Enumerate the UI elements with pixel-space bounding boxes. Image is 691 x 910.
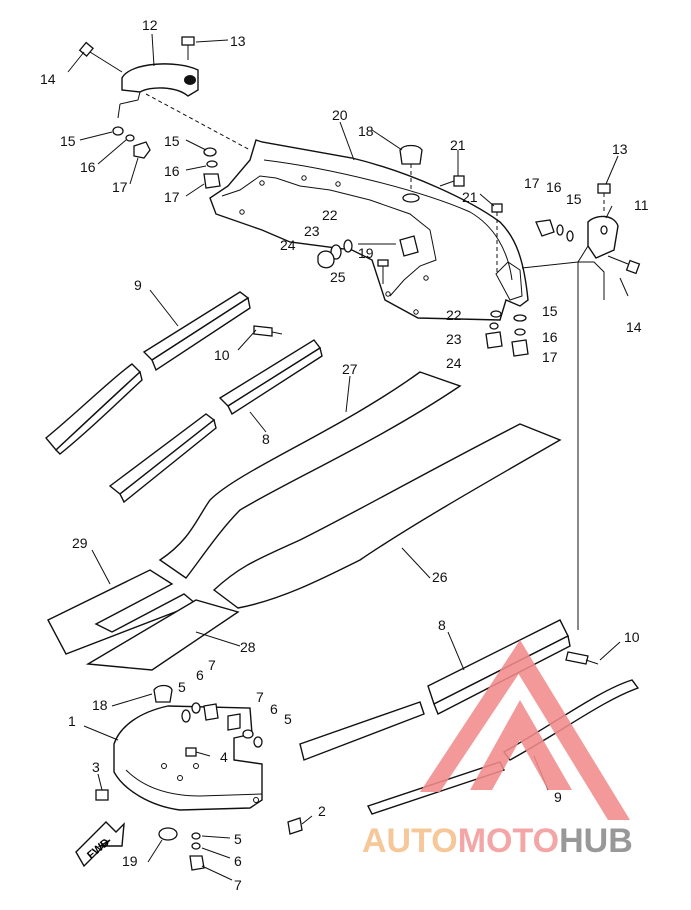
callout-5: 5 bbox=[284, 711, 292, 727]
watermark-triangle bbox=[420, 640, 616, 800]
bolts-21 bbox=[439, 175, 503, 272]
bolt-13 bbox=[181, 36, 195, 60]
mat-26 bbox=[212, 423, 562, 609]
callouts: 14 12 13 15 16 17 15 16 17 20 18 21 21 2… bbox=[40, 17, 649, 893]
callout-7: 7 bbox=[208, 657, 216, 673]
rivet-10-lower bbox=[565, 651, 599, 665]
callout-13: 13 bbox=[612, 141, 628, 157]
front-guard-1 bbox=[113, 705, 263, 811]
rail-9-upper bbox=[142, 291, 251, 372]
svg-text:AUTOMOTOHUB: AUTOMOTOHUB bbox=[362, 822, 633, 860]
bracket-11 bbox=[577, 215, 619, 300]
callout-3: 3 bbox=[92, 759, 100, 775]
callout-9: 9 bbox=[554, 789, 562, 805]
callout-17: 17 bbox=[164, 189, 180, 205]
leader-lines bbox=[67, 33, 629, 881]
callout-6: 6 bbox=[270, 701, 278, 717]
bracket-12 bbox=[119, 63, 199, 105]
hw-lower-right bbox=[485, 310, 529, 357]
watermark-hub: HUB bbox=[559, 822, 633, 860]
callout-9: 9 bbox=[134, 277, 142, 293]
callout-6: 6 bbox=[234, 853, 242, 869]
callout-18: 18 bbox=[358, 123, 374, 139]
callout-19: 19 bbox=[358, 245, 374, 261]
callout-22: 22 bbox=[322, 207, 338, 223]
callout-7: 7 bbox=[256, 689, 264, 705]
callout-21: 21 bbox=[450, 137, 466, 153]
callout-12: 12 bbox=[142, 17, 158, 33]
hw-15-16-17-center bbox=[203, 147, 221, 189]
bolt-14 bbox=[78, 41, 123, 73]
callout-5: 5 bbox=[178, 679, 186, 695]
callout-15: 15 bbox=[542, 303, 558, 319]
callout-14: 14 bbox=[40, 71, 56, 87]
callout-24: 24 bbox=[280, 237, 296, 253]
callout-15: 15 bbox=[566, 191, 582, 207]
hw-15-16-17-left bbox=[112, 126, 151, 159]
callout-29: 29 bbox=[72, 535, 88, 551]
callout-11: 11 bbox=[634, 197, 649, 213]
callout-1: 1 bbox=[68, 713, 76, 729]
callout-6: 6 bbox=[196, 667, 204, 683]
callout-17: 17 bbox=[524, 175, 540, 191]
rail-8-left-upper bbox=[218, 339, 323, 416]
callout-8: 8 bbox=[438, 617, 446, 633]
callout-17: 17 bbox=[112, 179, 128, 195]
callout-16: 16 bbox=[542, 329, 558, 345]
callout-28: 28 bbox=[240, 639, 256, 655]
callout-13: 13 bbox=[230, 33, 246, 49]
watermark-auto: AUTO bbox=[362, 822, 458, 860]
callout-19: 19 bbox=[122, 853, 138, 869]
callout-18: 18 bbox=[92, 697, 108, 713]
callout-15: 15 bbox=[164, 133, 180, 149]
rail-curved-left bbox=[45, 363, 143, 455]
guard-plate-20 bbox=[209, 139, 529, 321]
hw-13-17-16-15-14-right bbox=[535, 183, 641, 275]
callout-27: 27 bbox=[342, 361, 358, 377]
mat-27 bbox=[158, 371, 462, 579]
callout-17: 17 bbox=[542, 349, 558, 365]
callout-5: 5 bbox=[234, 831, 242, 847]
callout-24: 24 bbox=[446, 355, 462, 371]
callout-14: 14 bbox=[626, 319, 642, 335]
callout-22: 22 bbox=[446, 307, 462, 323]
mat-28 bbox=[85, 599, 240, 671]
callout-23: 23 bbox=[446, 331, 462, 347]
callout-10: 10 bbox=[624, 629, 640, 645]
watermark-moto: MOTO bbox=[458, 822, 559, 860]
callout-16: 16 bbox=[164, 163, 180, 179]
callout-20: 20 bbox=[332, 107, 348, 123]
callout-8: 8 bbox=[262, 431, 270, 447]
mat-29 bbox=[47, 569, 198, 655]
rivet-10-upper bbox=[253, 325, 283, 337]
callout-16: 16 bbox=[80, 159, 96, 175]
callout-21: 21 bbox=[462, 189, 478, 205]
callout-2: 2 bbox=[318, 803, 326, 819]
callout-23: 23 bbox=[304, 223, 320, 239]
callout-15: 15 bbox=[60, 133, 76, 149]
callout-10: 10 bbox=[214, 347, 230, 363]
callout-26: 26 bbox=[432, 569, 448, 585]
hw-22-23-24-19-25 bbox=[317, 235, 419, 284]
watermark-logo: AUTOMOTOHUB bbox=[362, 640, 633, 860]
rail-8-left-lower bbox=[108, 413, 217, 504]
callout-25: 25 bbox=[330, 269, 346, 285]
callout-16: 16 bbox=[546, 179, 562, 195]
callout-7: 7 bbox=[234, 877, 242, 893]
callout-4: 4 bbox=[220, 749, 228, 765]
fwd-arrow: FWD bbox=[75, 821, 125, 868]
washer-18-upper bbox=[399, 144, 423, 203]
